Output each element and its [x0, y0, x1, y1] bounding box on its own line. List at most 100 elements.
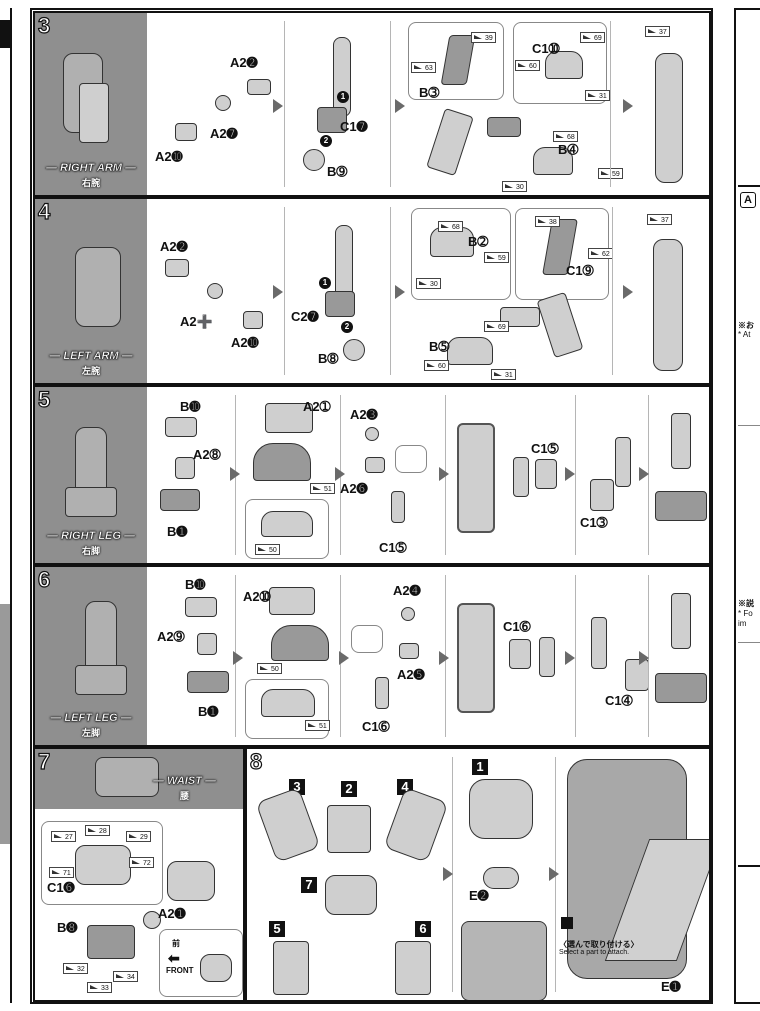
front-label: FRONT [166, 966, 194, 975]
sticker-tag: 28 [85, 825, 110, 836]
part-label: A2➈ [157, 629, 185, 644]
sticker-tag: 68 [553, 131, 578, 142]
flow-arrow [273, 285, 283, 299]
highlight-part [457, 603, 495, 713]
select-part-icon [561, 917, 573, 929]
sticker-tag: 69 [484, 321, 509, 332]
sticker-tag: 50 [255, 544, 280, 555]
flow-arrow [443, 867, 453, 881]
sticker-tag: 33 [87, 982, 112, 993]
sticker-tag: 32 [63, 963, 88, 974]
sticker-tag: 29 [126, 831, 151, 842]
step-title-jp: 右腕 [81, 178, 100, 188]
flow-arrow [335, 467, 345, 481]
step-title-jp: 右脚 [81, 546, 100, 556]
flow-arrow [439, 467, 449, 481]
step-title-jp: 腰 [179, 791, 189, 801]
step-thumbnail [35, 567, 147, 745]
ref-step-badge: 1 [472, 759, 488, 775]
step-4-left-arm: 4 — LEFT ARM — 左腕 A2➋ A2➕ A2➓ 1 2 C2➐ B➇… [33, 197, 711, 385]
sticker-tag: 39 [471, 32, 496, 43]
step-7-waist: 7 — WAIST — 腰 C1➏ 27 28 29 71 72 B➑ A2➊ … [33, 747, 245, 1002]
sticker-tag: 72 [129, 857, 154, 868]
step-number: 7 [37, 749, 51, 774]
part-label: B➈ [327, 164, 348, 179]
sticker-tag: 59 [484, 252, 509, 263]
flow-arrow [233, 651, 243, 665]
note-text: * At [738, 330, 751, 339]
arrow-left-icon: ⬅ [168, 950, 180, 966]
part-label: A2➌ [350, 407, 378, 422]
step-title: — LEFT LEG — [50, 712, 132, 724]
part-label: C1➄ [531, 441, 559, 456]
right-edge-strip: A ※お * At ※説 * Fo im [734, 8, 760, 1004]
sticker-tag: 51 [305, 720, 330, 731]
sticker-tag: 62 [588, 248, 613, 259]
step-title-jp: 左脚 [81, 728, 100, 738]
part-label: A2➋ [160, 239, 188, 254]
sequence-marker: 1 [318, 275, 331, 289]
front-label-jp: 前 [172, 939, 180, 948]
sticker-tag: 27 [51, 831, 76, 842]
sticker-tag: 31 [491, 369, 516, 380]
step-thumbnail [35, 199, 147, 383]
part-label: C1➈ [566, 263, 594, 278]
note-text: ※お [738, 321, 754, 330]
flow-arrow [639, 651, 649, 665]
flow-arrow [230, 467, 240, 481]
step-8-final-assembly: 8 3 2 4 7 5 6 1 E➋ 〈選んで取り付ける〉 Select a p… [245, 747, 711, 1002]
sticker-tag: 69 [580, 32, 605, 43]
part-label: A2➐ [210, 126, 238, 141]
step-number: 6 [37, 567, 51, 592]
part-label: E➋ [469, 888, 489, 903]
left-edge-strip [0, 8, 12, 1003]
flow-arrow [639, 467, 649, 481]
step-number: 3 [37, 13, 51, 38]
sequence-marker: 1 [336, 89, 349, 103]
front-indicator: 前 ⬅ FRONT [159, 929, 243, 997]
sequence-marker: 2 [319, 133, 332, 147]
flow-arrow [395, 99, 405, 113]
section-letter-badge: A [740, 192, 756, 208]
select-note-en: Select a part to attach. [559, 949, 630, 956]
part-label: A2➋ [230, 55, 258, 70]
flow-arrow [549, 867, 559, 881]
sticker-tag: 34 [113, 971, 138, 982]
step-number: 8 [249, 749, 263, 774]
part-label: C2➐ [291, 309, 319, 324]
part-label: C1➉ [532, 41, 560, 56]
sticker-tag: 71 [49, 867, 74, 878]
part-label: B➁ [468, 234, 489, 249]
part-label: B➃ [558, 142, 579, 157]
sticker-tag: 30 [416, 278, 441, 289]
sticker-tag: 37 [645, 26, 670, 37]
part-label: A2➊ [158, 906, 186, 921]
part-label: A2➀ [303, 399, 331, 414]
highlight-part [457, 423, 495, 533]
part-label: B➓ [180, 399, 201, 414]
flow-arrow [565, 651, 575, 665]
part-label: C1➐ [340, 119, 368, 134]
sticker-tag: 60 [515, 60, 540, 71]
part-label: A2➕ [180, 314, 213, 329]
step-3-right-arm: 3 — RIGHT ARM — 右腕 A2➋ A2➐ A2➓ 1 2 C1➐ B… [33, 11, 711, 197]
part-label: A2➓ [155, 149, 183, 164]
part-label: A2➏ [340, 481, 368, 496]
flow-arrow [339, 651, 349, 665]
step-title: — RIGHT ARM — [45, 162, 137, 174]
step-thumbnail [35, 749, 243, 809]
step-title: — LEFT ARM — [49, 350, 133, 362]
note-text: * Fo [738, 609, 753, 618]
note-text: ※説 [738, 599, 754, 608]
sticker-tag: 60 [424, 360, 449, 371]
sticker-tag: 68 [438, 221, 463, 232]
part-label: A2➍ [393, 583, 421, 598]
flow-arrow [273, 99, 283, 113]
flow-arrow [439, 651, 449, 665]
part-label: C1➏ [47, 880, 75, 895]
part-label: C1➃ [605, 693, 633, 708]
part-label: E➊ [661, 979, 681, 994]
sticker-tag: 51 [310, 483, 335, 494]
note-text: im [738, 619, 747, 628]
flow-arrow [565, 467, 575, 481]
